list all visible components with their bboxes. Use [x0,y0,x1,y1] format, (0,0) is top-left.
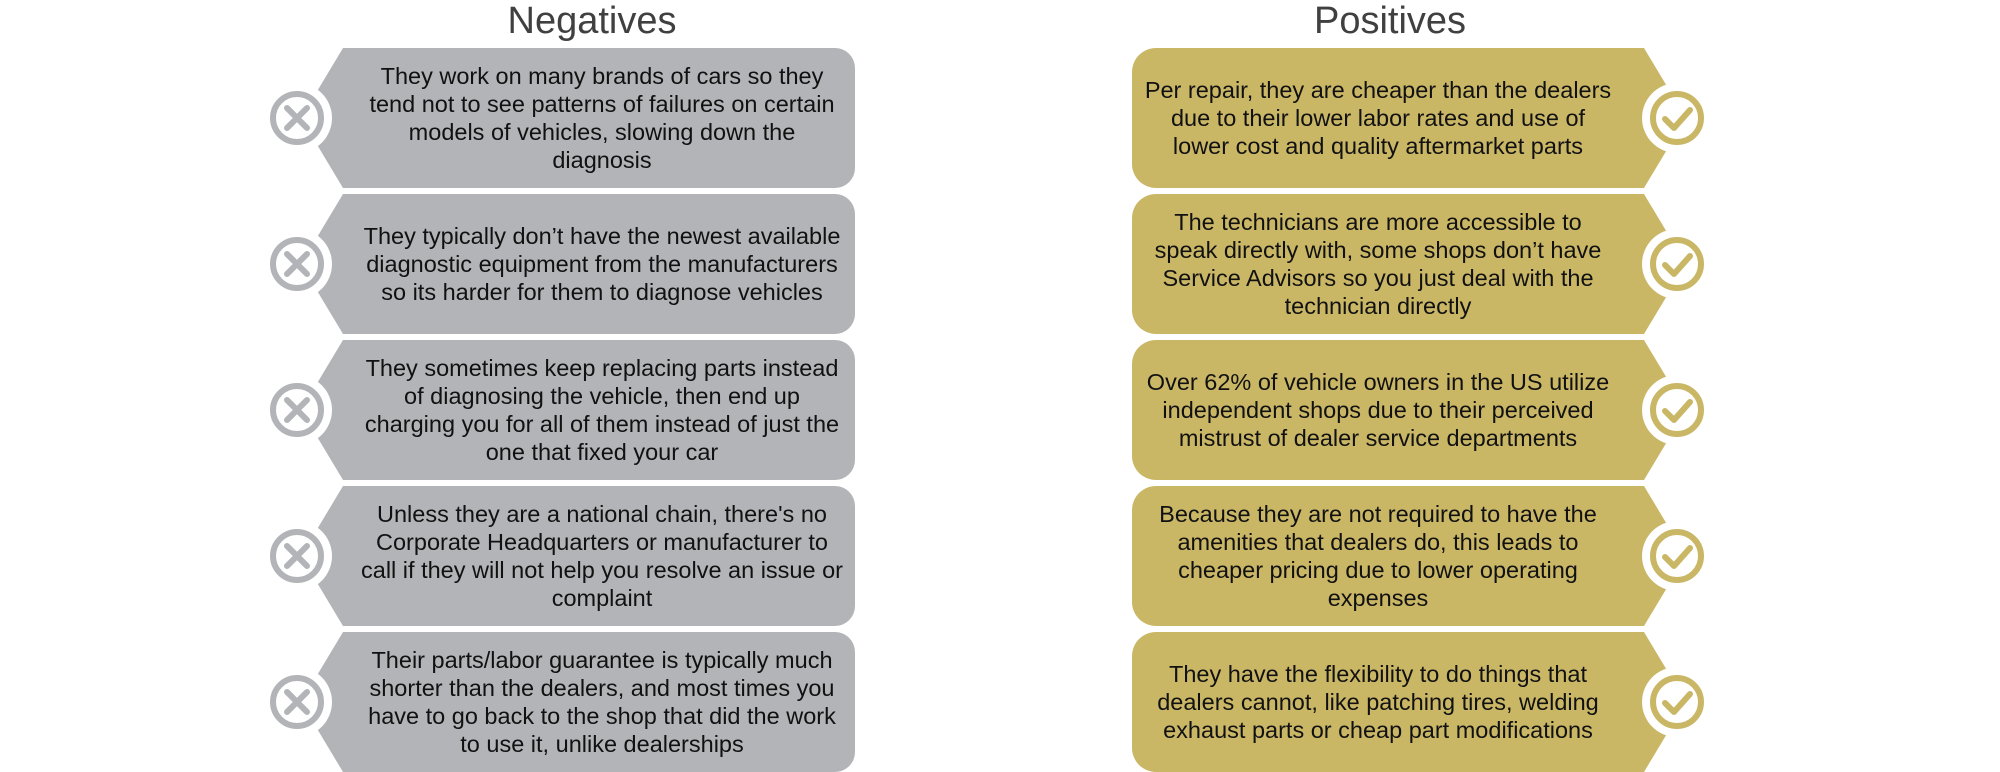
positive-card: Per repair, they are cheaper than the de… [1132,48,1686,188]
negative-badge [262,83,332,153]
negatives-heading: Negatives [507,0,677,42]
negative-text: Their parts/labor guarantee is typically… [368,647,836,757]
positive-card: Over 62% of vehicle owners in the US uti… [1132,340,1686,480]
check-circle-icon [1650,529,1704,583]
positive-card: They have the flexibility to do things t… [1132,632,1686,772]
negative-card: They work on many brands of cars so they… [301,48,855,188]
check-circle-icon [1650,237,1704,291]
positives-heading: Positives [1313,0,1467,42]
positive-text: The technicians are more accessible to s… [1154,209,1602,319]
positive-text: Per repair, they are cheaper than the de… [1144,77,1612,159]
positive-badge [1642,667,1712,737]
x-circle-icon [270,529,324,583]
negative-text: They typically don’t have the newest ava… [363,223,841,305]
negative-card: They sometimes keep replacing parts inst… [301,340,855,480]
positive-badge [1642,521,1712,591]
negative-text: They work on many brands of cars so they… [369,63,835,173]
x-circle-icon [270,91,324,145]
positive-badge [1642,83,1712,153]
negative-text: Unless they are a national chain, there'… [361,501,843,611]
positive-card: The technicians are more accessible to s… [1132,194,1686,334]
x-circle-icon [270,675,324,729]
positive-text: Because they are not required to have th… [1159,501,1597,611]
negative-text: They sometimes keep replacing parts inst… [364,355,840,465]
check-circle-icon [1650,383,1704,437]
positive-badge [1642,375,1712,445]
negative-badge [262,229,332,299]
negative-card: Unless they are a national chain, there'… [301,486,855,626]
x-circle-icon [270,383,324,437]
check-circle-icon [1650,91,1704,145]
check-circle-icon [1650,675,1704,729]
negative-card: Their parts/labor guarantee is typically… [301,632,855,772]
negative-badge [262,375,332,445]
negative-badge [262,521,332,591]
positive-text: They have the flexibility to do things t… [1157,661,1599,743]
x-circle-icon [270,237,324,291]
negative-badge [262,667,332,737]
positive-card: Because they are not required to have th… [1132,486,1686,626]
negative-card: They typically don’t have the newest ava… [301,194,855,334]
positive-text: Over 62% of vehicle owners in the US uti… [1146,369,1610,451]
positive-badge [1642,229,1712,299]
